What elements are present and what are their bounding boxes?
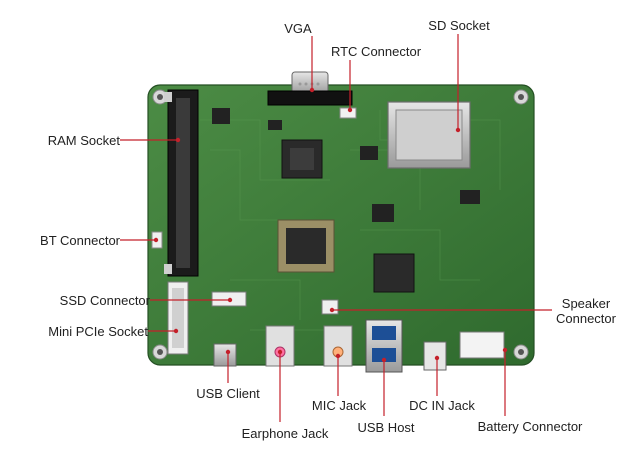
label-dc-in-jack: DC IN Jack bbox=[409, 398, 475, 413]
label-ssd-connector: SSD Connector bbox=[59, 293, 150, 308]
mini-pcie-socket-component bbox=[167, 281, 189, 355]
vga-component bbox=[267, 71, 353, 106]
label-speaker-connector: Speaker Connector bbox=[556, 296, 616, 326]
leader-dots bbox=[153, 87, 508, 363]
label-vga: VGA bbox=[284, 21, 312, 36]
label-battery-connector: Battery Connector bbox=[477, 419, 583, 434]
label-mini-pcie-socket: Mini PCIe Socket bbox=[48, 324, 148, 339]
label-bt-connector: BT Connector bbox=[40, 233, 120, 248]
label-mic-jack: MIC Jack bbox=[311, 398, 367, 413]
label-rtc-connector: RTC Connector bbox=[330, 44, 422, 59]
usb-client-component bbox=[213, 343, 237, 367]
dc-in-jack-component bbox=[423, 341, 447, 371]
chips bbox=[212, 108, 480, 293]
ram-socket-component bbox=[164, 89, 199, 277]
label-usb-client: USB Client bbox=[196, 386, 260, 401]
label-sd-socket: SD Socket bbox=[428, 18, 490, 33]
sd-socket-component bbox=[387, 101, 471, 169]
pcb-board bbox=[147, 84, 535, 366]
speaker-connector-component bbox=[321, 299, 339, 315]
label-usb-host: USB Host bbox=[357, 420, 415, 435]
rtc-connector-component bbox=[339, 107, 357, 119]
label-ram-socket: RAM Socket bbox=[47, 133, 120, 148]
label-earphone-jack: Earphone Jack bbox=[241, 426, 329, 441]
battery-connector-component bbox=[459, 331, 505, 359]
leader-lines bbox=[120, 34, 552, 422]
